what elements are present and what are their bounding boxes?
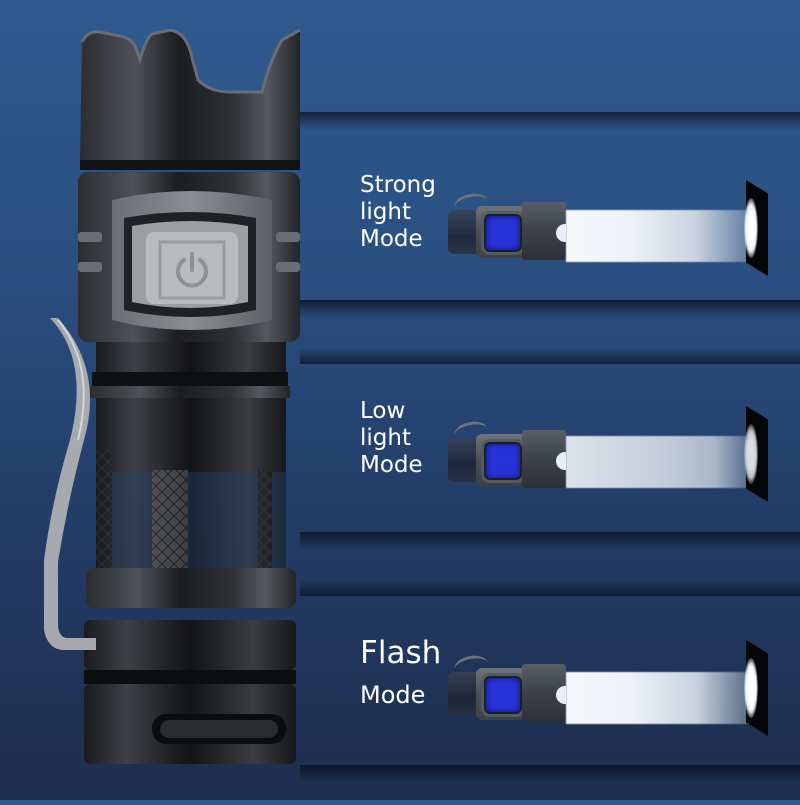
mini-flashlight [448, 418, 566, 488]
light-spot [744, 658, 758, 718]
light-spot [744, 198, 758, 258]
light-spot [744, 424, 758, 484]
band-shadow-top [300, 532, 800, 550]
band-shadow-bottom [300, 580, 800, 596]
mode-label-strong: Strong light Mode [360, 172, 436, 252]
light-beam [566, 436, 752, 488]
mode-row-strong: Strong light Mode [360, 170, 800, 290]
background-band-2 [300, 300, 800, 364]
flashlight-illustration [44, 28, 301, 764]
mode-label-flash: Flash Mode [360, 635, 442, 709]
blue-display-screen [484, 442, 522, 480]
background-band-3 [300, 532, 800, 596]
band-shadow [300, 112, 800, 130]
band-shadow-top [300, 765, 800, 783]
background-band-4 [300, 765, 800, 805]
blue-display-screen [484, 214, 522, 252]
background-band-1 [300, 112, 800, 134]
light-beam [566, 210, 752, 262]
light-beam [566, 672, 752, 724]
mode-label-low: Low light Mode [360, 398, 423, 478]
mode-row-flash: Flash Mode [360, 628, 800, 748]
band-shadow-top [300, 300, 800, 318]
mode-row-low: Low light Mode [360, 398, 800, 518]
blue-display-screen [484, 676, 522, 714]
mini-flashlight [448, 190, 566, 260]
power-icon[interactable] [170, 248, 214, 292]
band-shadow-bottom [300, 348, 800, 364]
mini-flashlight [448, 652, 566, 722]
